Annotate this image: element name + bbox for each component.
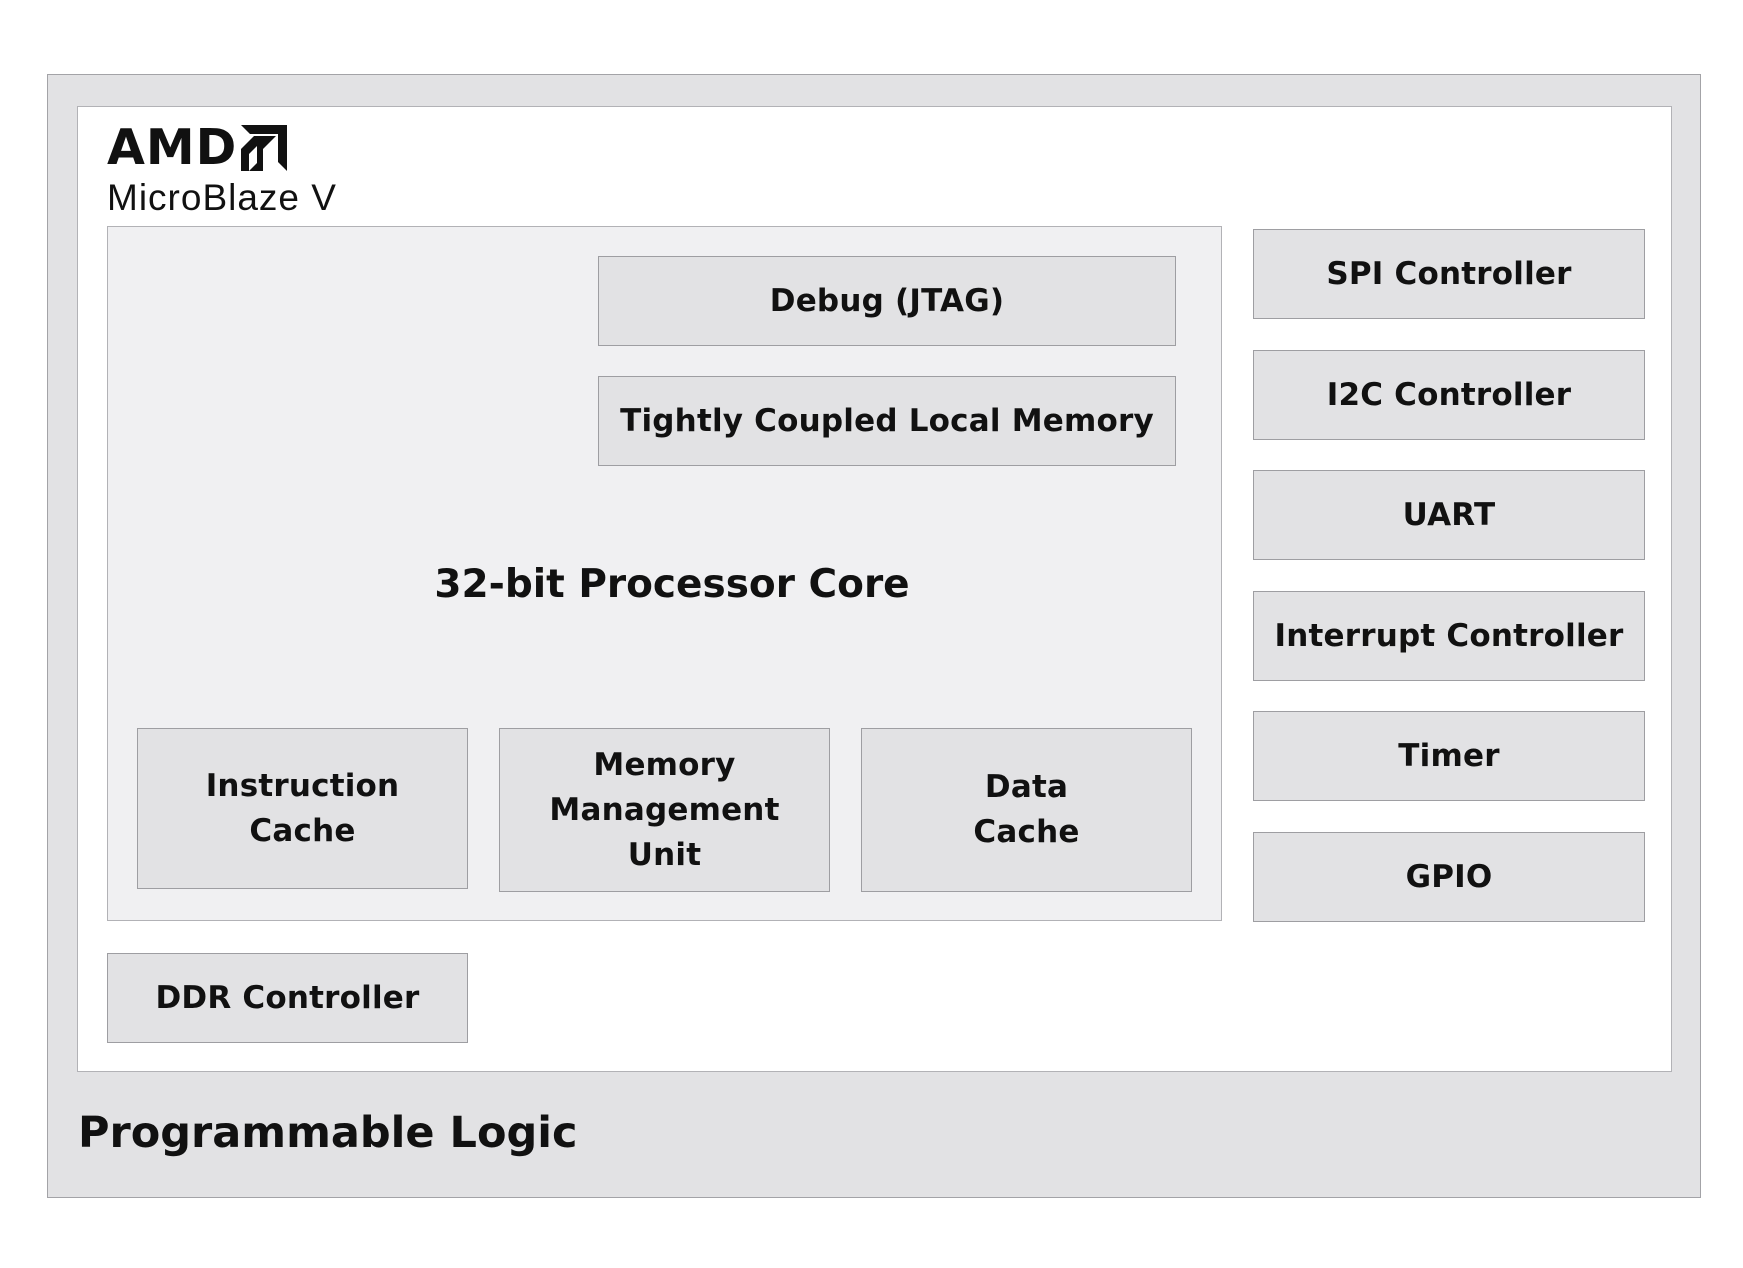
memory-management-unit-label: Memory Management Unit [549, 746, 780, 873]
peripheral-interrupt-controller: Interrupt Controller [1253, 591, 1645, 681]
peripheral-label: I2C Controller [1326, 376, 1572, 413]
peripheral-label: Interrupt Controller [1274, 617, 1624, 654]
ddr-controller-label: DDR Controller [155, 979, 420, 1016]
peripheral-timer: Timer [1253, 711, 1645, 801]
peripheral-label: SPI Controller [1326, 255, 1572, 292]
peripheral-label: UART [1402, 496, 1496, 533]
processor-core-label: 32-bit Processor Core [434, 562, 910, 607]
instruction-cache-label: Instruction Cache [205, 767, 400, 849]
peripheral-i2c-controller: I2C Controller [1253, 350, 1645, 440]
programmable-logic-label: Programmable Logic [78, 1108, 578, 1158]
peripheral-gpio: GPIO [1253, 832, 1645, 922]
peripheral-label: Timer [1398, 737, 1500, 774]
product-name: MicroBlaze V [107, 177, 337, 218]
debug-jtag-block: Debug (JTAG) [598, 256, 1176, 346]
tightly-coupled-memory-block: Tightly Coupled Local Memory [598, 376, 1176, 466]
data-cache-label: Data Cache [973, 769, 1080, 850]
memory-management-unit-block: Memory Management Unit [499, 728, 830, 892]
instruction-cache-block: Instruction Cache [137, 728, 468, 889]
amd-logo-text: AMD [107, 119, 238, 176]
peripheral-spi-controller: SPI Controller [1253, 229, 1645, 319]
debug-jtag-label: Debug (JTAG) [769, 282, 1005, 319]
peripheral-uart: UART [1253, 470, 1645, 560]
peripheral-label: GPIO [1405, 858, 1493, 895]
amd-microblaze-logo: AMD MicroBlaze V [107, 119, 337, 220]
tightly-coupled-memory-label: Tightly Coupled Local Memory [620, 402, 1154, 439]
ddr-controller-block: DDR Controller [107, 953, 468, 1043]
amd-wordmark: AMD [107, 119, 337, 176]
amd-arrow-icon [241, 125, 288, 171]
data-cache-block: Data Cache [861, 728, 1192, 892]
